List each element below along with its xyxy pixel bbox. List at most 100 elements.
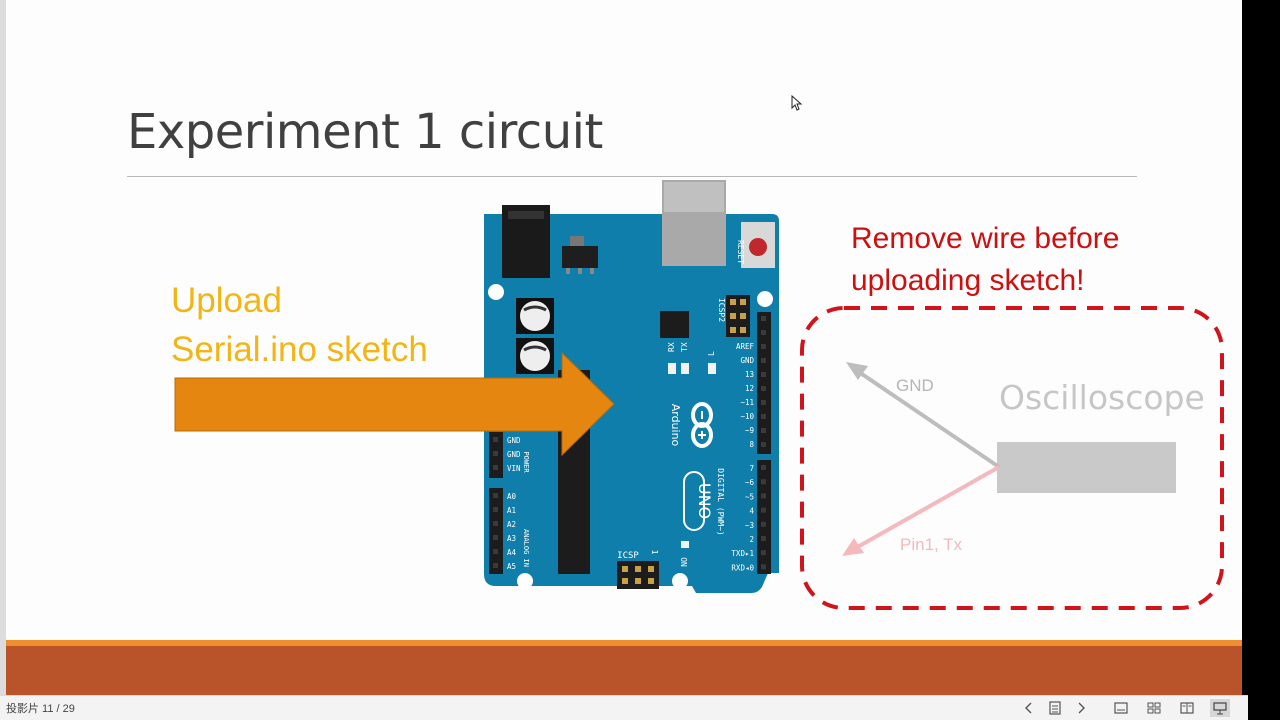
analog-header (489, 488, 503, 574)
power-pin-label: GND (507, 450, 521, 459)
gnd-label: GND (896, 376, 934, 395)
digital-pin-label: 8 (749, 440, 754, 449)
chevron-right-icon (1078, 702, 1085, 714)
icsp-header (617, 561, 659, 589)
digital-header-bottom (757, 460, 771, 574)
warning-message: Remove wire before uploading sketch! (851, 218, 1119, 302)
analog-pin-label: A2 (507, 520, 516, 529)
tx-led (681, 363, 689, 374)
digital-pin-label: 4 (749, 507, 754, 516)
upload-line-2: Serial.ino sketch (171, 330, 428, 369)
header-pin (761, 316, 766, 321)
digital-pin-label: ~6 (745, 478, 755, 487)
slide-footer-bar (6, 640, 1242, 695)
normal-view-icon (1114, 702, 1128, 714)
oscilloscope-label: Oscilloscope (999, 378, 1205, 417)
window-left-edge (0, 0, 6, 695)
slide-sorter-button[interactable] (1144, 699, 1164, 717)
header-pin (761, 564, 766, 570)
grid-view-icon (1147, 702, 1161, 714)
analog-pin-label: A1 (507, 506, 516, 515)
analog-pin-label: A3 (507, 534, 516, 543)
header-pin (761, 372, 766, 377)
digital-pin-label: ~11 (740, 398, 754, 407)
power-pin-label: VIN (507, 464, 521, 473)
digital-pin-label: ~5 (745, 492, 754, 501)
normal-view-button[interactable] (1111, 699, 1131, 717)
rx-led (668, 363, 676, 374)
power-label: POWER (522, 451, 530, 473)
window-corner (1248, 695, 1280, 720)
warning-line-1: Remove wire before (851, 222, 1120, 255)
digital-pin-label: 13 (745, 370, 754, 379)
mount-hole (672, 573, 688, 589)
oscilloscope-box (997, 442, 1176, 493)
digital-header-top (757, 312, 771, 454)
digital-pin-label: ~10 (740, 412, 754, 421)
digital-pin-label: 12 (745, 384, 754, 393)
l-label: L (707, 351, 716, 356)
dashed-boundary (800, 306, 1224, 610)
usb-chip (660, 311, 689, 338)
pin1-tx-label: Pin1, Tx (900, 535, 963, 554)
reading-view-icon (1180, 702, 1194, 714)
header-pin (761, 493, 766, 499)
header-pin (493, 437, 498, 442)
header-pin (493, 465, 498, 470)
header-pin (493, 451, 498, 456)
header-pin (493, 493, 498, 498)
window-right-edge (1242, 0, 1280, 695)
uno-label: UNO (695, 483, 714, 519)
reset-label: RESET (736, 240, 745, 264)
upload-instruction: Upload Serial.ino sketch (171, 276, 428, 374)
oscilloscope-diagram (800, 306, 1224, 610)
previous-slide-button[interactable] (1019, 699, 1039, 717)
slide-list-icon (1049, 701, 1061, 715)
header-pin (761, 550, 766, 556)
pin1-arrowhead (842, 538, 864, 556)
on-label: ON (679, 557, 688, 567)
header-pin (761, 428, 766, 433)
header-pin (761, 330, 766, 335)
analog-pin-label: A0 (507, 492, 517, 501)
header-pin (761, 344, 766, 349)
digital-pin-label: 7 (749, 464, 754, 473)
header-pin (493, 535, 498, 540)
reading-view-button[interactable] (1177, 699, 1197, 717)
arduino-logo (691, 402, 713, 448)
slideshow-button[interactable] (1210, 699, 1230, 717)
header-pin (761, 414, 766, 419)
icsp-label: ICSP (617, 551, 639, 561)
gnd-arrowhead (846, 362, 868, 380)
analog-pin-label: A5 (507, 562, 516, 571)
digital-pin-label: GND (740, 356, 754, 365)
voltage-regulator (570, 236, 584, 246)
l-led (708, 363, 716, 374)
header-pin (761, 358, 766, 363)
digital-label: DIGITAL (PWM~) (716, 468, 725, 535)
digital-pin-label: ~9 (745, 426, 754, 435)
mount-hole (757, 291, 773, 307)
analog-label: ANALOG IN (522, 529, 530, 567)
header-pin (761, 536, 766, 541)
slide-counter: 投影片 11 / 29 (6, 703, 75, 715)
header-pin (493, 521, 498, 526)
slide-canvas: Experiment 1 circuit RESET (6, 0, 1242, 695)
arduino-brand: Arduino (669, 404, 682, 447)
header-pin (493, 563, 498, 568)
gnd-wire (854, 368, 1001, 469)
header-pin (493, 549, 498, 554)
digital-pin-label: TXD▸1 (731, 549, 754, 558)
board-pcb (484, 214, 779, 593)
next-slide-button[interactable] (1071, 699, 1091, 717)
title-divider (127, 176, 1137, 177)
warning-line-2: uploading sketch! (851, 264, 1085, 297)
analog-pin-label: A4 (507, 548, 517, 557)
digital-pin-label: RXD◂0 (731, 563, 754, 572)
header-pin (761, 442, 766, 447)
mount-hole (488, 284, 504, 300)
arduino-uno-board: RESET ICSP2 TX RX L (484, 180, 779, 593)
status-bar: 投影片 11 / 29 (0, 695, 1248, 720)
slide-navigator-button[interactable] (1045, 699, 1065, 717)
rx-label: RX (667, 342, 676, 352)
